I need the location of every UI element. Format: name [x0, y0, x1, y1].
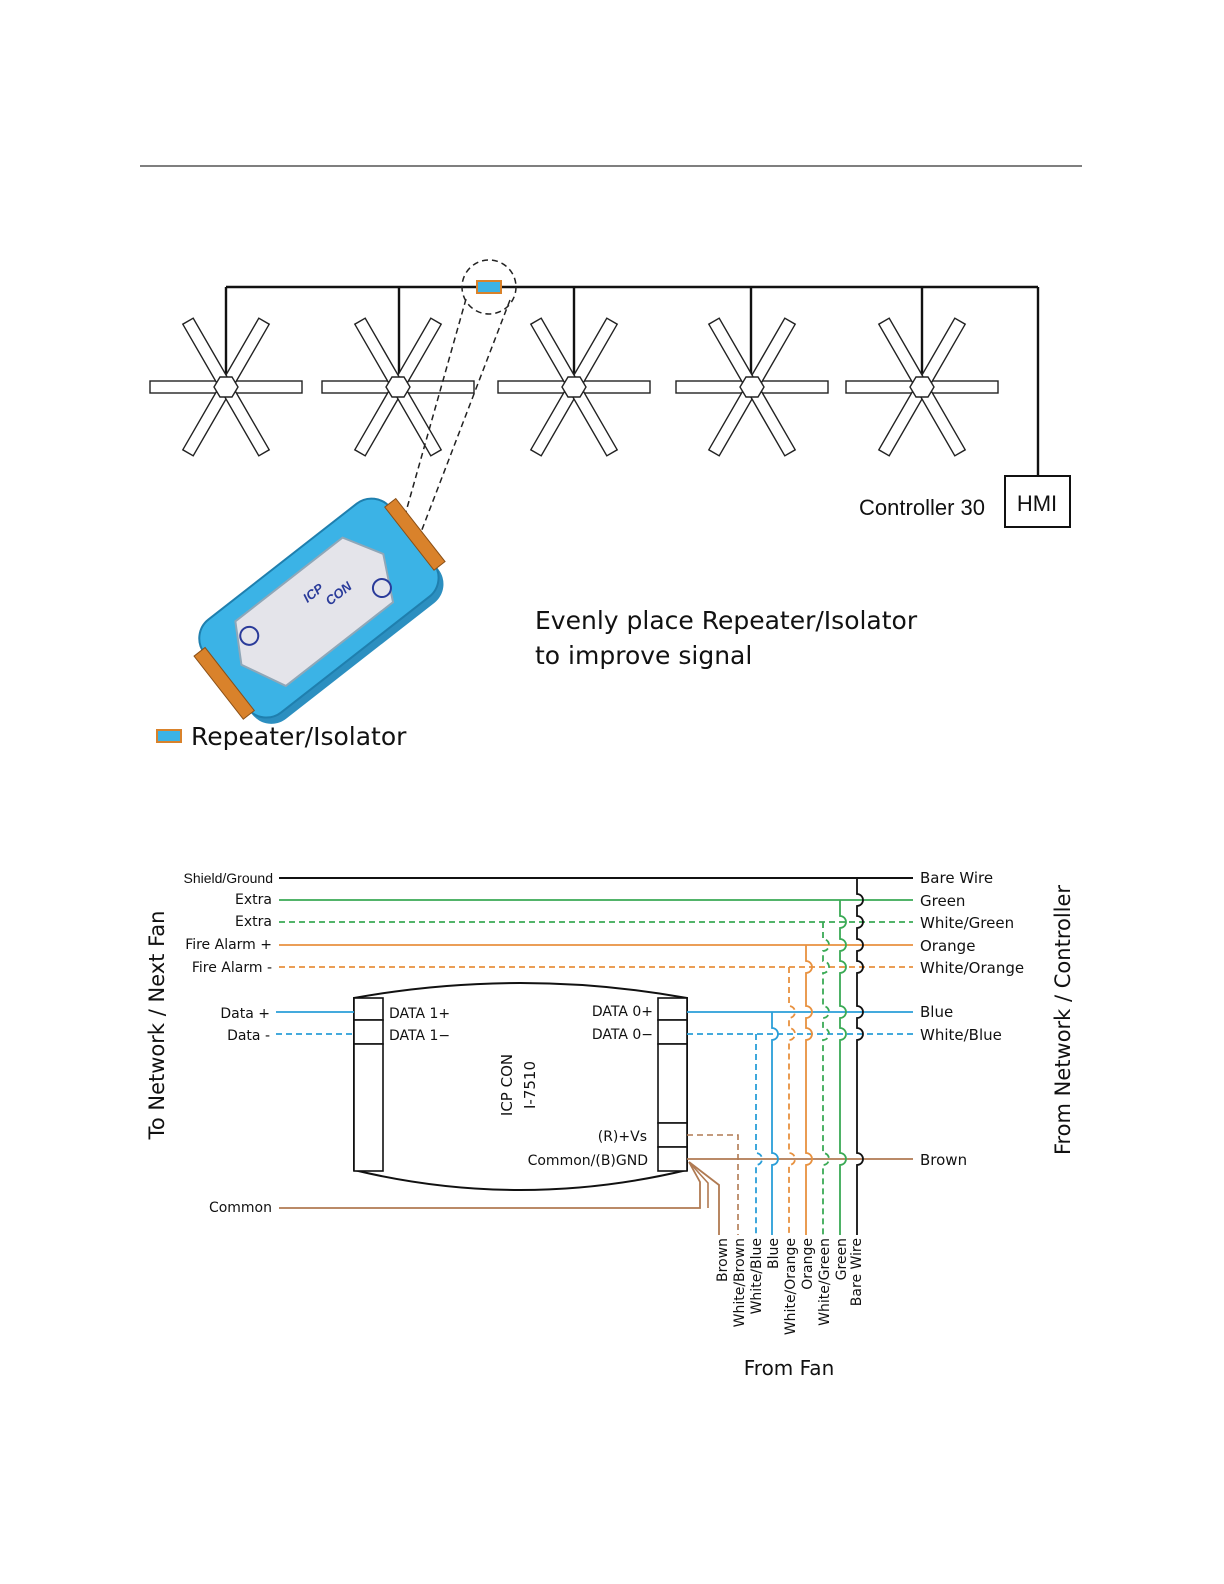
vs-wire — [687, 1134, 739, 1235]
right-label-blue: Blue — [920, 1003, 953, 1021]
right-label-brown: Brown — [920, 1151, 967, 1169]
bottom-title: From Fan — [744, 1356, 835, 1380]
network-diagram: HMI Controller 30 ICP CON Evenly place R… — [149, 259, 1071, 751]
repeater-highlight-circle — [461, 259, 517, 315]
placement-note-line2: to improve signal — [535, 641, 752, 670]
white-orange-fan-wire — [788, 967, 796, 1235]
device-name-line2: I-7510 — [521, 1061, 539, 1109]
placement-note-line1: Evenly place Repeater/Isolator — [535, 606, 918, 635]
port-data1-plus — [353, 997, 384, 1021]
right-terminal-strip — [657, 1043, 688, 1124]
left-label-data-plus: Data + — [220, 1006, 270, 1022]
wiring-diagram: To Network / Next Fan From Network / Con… — [145, 869, 1075, 1380]
brown-split-wire — [688, 1161, 709, 1208]
left-label-extra2: Extra — [235, 914, 272, 930]
repeater-marker-icon — [476, 280, 502, 294]
left-label-fire-minus: Fire Alarm - — [192, 960, 272, 976]
port-data0-minus — [657, 1019, 688, 1045]
left-label-common: Common — [209, 1200, 272, 1216]
bottom-label-white-brown: White/Brown — [732, 1238, 748, 1327]
device-name-line1: ICP CON — [498, 1054, 516, 1116]
left-label-fire-plus: Fire Alarm + — [185, 937, 272, 953]
common-wire — [279, 1161, 701, 1209]
port-label-data0-plus: DATA 0+ — [592, 1004, 653, 1020]
brown-fan-wire — [688, 1161, 720, 1235]
right-label-white-blue: White/Blue — [920, 1026, 1002, 1044]
bottom-label-white-orange: White/Orange — [783, 1238, 799, 1335]
port-data0-plus — [657, 997, 688, 1021]
right-label-bare: Bare Wire — [920, 869, 993, 887]
right-label-green: Green — [920, 892, 965, 910]
left-side-title: To Network / Next Fan — [145, 911, 169, 1141]
bottom-label-bare: Bare Wire — [849, 1238, 865, 1306]
left-label-data-minus: Data - — [227, 1028, 270, 1044]
repeater-device-icon: ICP CON — [193, 497, 446, 724]
port-data1-minus — [353, 1019, 384, 1045]
left-label-shield: Shield/Ground — [183, 870, 273, 886]
orange-fan-wire — [805, 945, 813, 1235]
bare-fan-wire — [856, 878, 864, 1235]
callout-line — [397, 298, 467, 541]
bottom-label-blue: Blue — [766, 1238, 782, 1269]
bottom-label-orange: Orange — [800, 1238, 816, 1290]
bottom-label-white-blue: White/Blue — [749, 1238, 765, 1314]
right-label-orange: Orange — [920, 937, 975, 955]
port-label-data1-plus: DATA 1+ — [389, 1006, 450, 1022]
controller-label: Controller 30 — [859, 495, 985, 520]
legend-label: Repeater/Isolator — [191, 722, 407, 751]
port-label-data0-minus: DATA 0− — [592, 1027, 653, 1043]
port-label-gnd: Common/(B)GND — [528, 1153, 648, 1169]
right-label-white-green: White/Green — [920, 914, 1014, 932]
bottom-label-white-green: White/Green — [817, 1238, 833, 1326]
legend-swatch-icon — [156, 729, 182, 743]
port-label-data1-minus: DATA 1− — [389, 1028, 450, 1044]
bottom-label-green: Green — [834, 1238, 850, 1280]
port-label-vs: (R)+Vs — [598, 1129, 647, 1145]
white-blue-fan-wire — [755, 1034, 763, 1235]
right-label-white-orange: White/Orange — [920, 959, 1024, 977]
right-side-title: From Network / Controller — [1051, 885, 1075, 1155]
port-gnd — [657, 1146, 688, 1172]
left-terminal-strip — [353, 1043, 384, 1172]
green-fan-wire — [839, 900, 847, 1235]
white-green-fan-wire — [822, 922, 830, 1235]
bottom-label-brown: Brown — [715, 1238, 731, 1282]
blue-fan-wire — [771, 1012, 779, 1235]
hmi-label: HMI — [1017, 491, 1057, 516]
left-label-extra1: Extra — [235, 892, 272, 908]
hmi-box — [1004, 475, 1071, 528]
callout-line — [417, 299, 511, 541]
port-vs — [657, 1122, 688, 1148]
